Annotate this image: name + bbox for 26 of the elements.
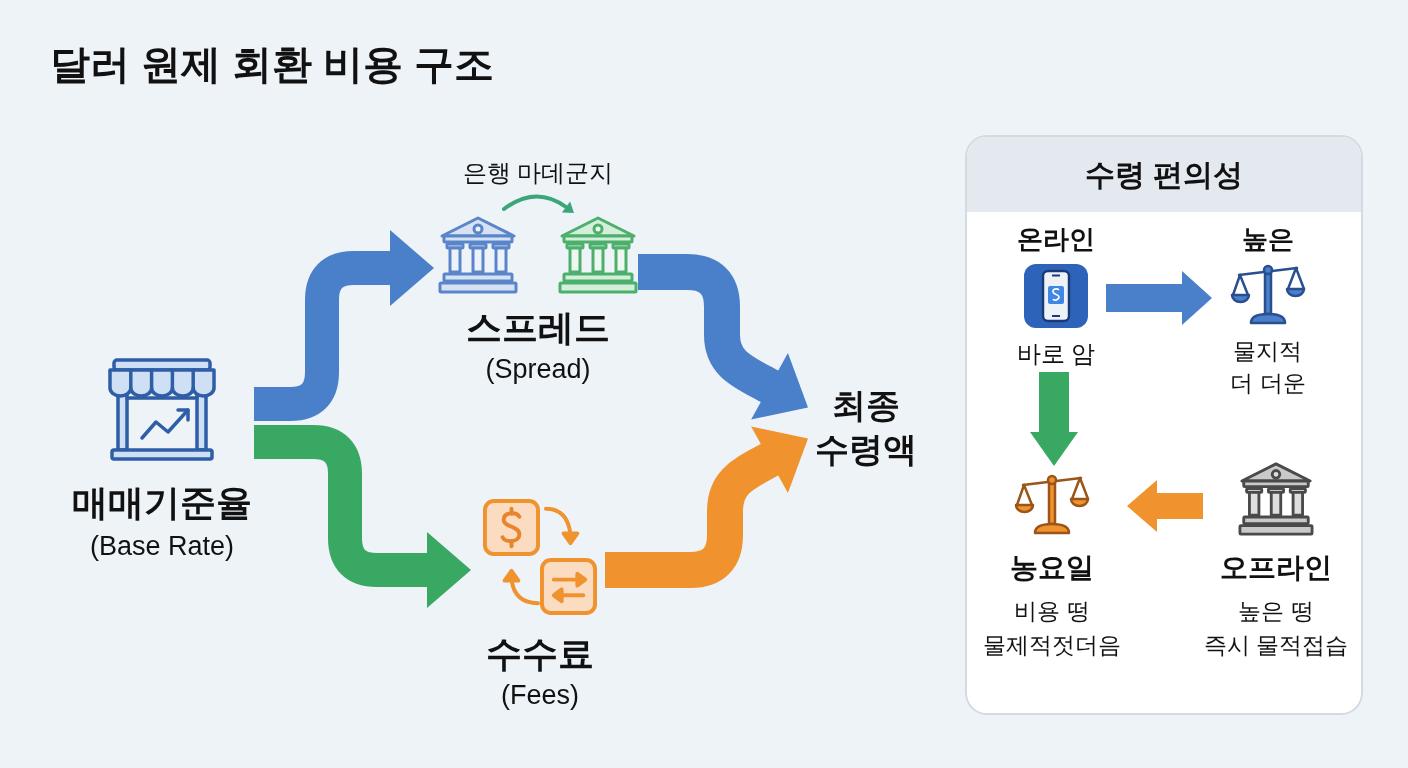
node-subtitle: (Spread) (485, 353, 591, 386)
result-label: 최종 수령액 (812, 383, 920, 471)
description: 물지적 더 더운 (1230, 337, 1306, 398)
arrow (1030, 372, 1078, 466)
diagram-title: 달러 원제 회환 비용 구조 (50, 41, 495, 88)
node-title: 오프라인 (1220, 551, 1332, 585)
node-subtitle: (Base Rate) (89, 530, 235, 563)
node-title: 수수료 (486, 632, 594, 676)
flow-arrow (605, 426, 809, 588)
panel-header: 수령 편의성 (967, 137, 1361, 212)
node-title: 높은 (1242, 223, 1294, 256)
description: 높은 떵 즉시 물적접습 (1203, 597, 1349, 660)
flow-arrow (254, 230, 434, 421)
node-subtitle: (Fees) (501, 679, 579, 712)
panel-card (965, 135, 1363, 715)
node-title: 온라인 (1017, 223, 1095, 256)
node-title: 농요일 (1010, 551, 1094, 585)
node-title: 매매기준율 (72, 481, 252, 525)
arrow (1127, 480, 1203, 532)
node-label: 은행 마데군지 (462, 158, 614, 188)
flow-arrow (254, 425, 471, 608)
node-title: 스프레드 (466, 306, 610, 350)
flow-arrow (638, 254, 809, 420)
arrow (1106, 271, 1212, 325)
description: 비용 떵 물제적젓더음 (983, 597, 1121, 660)
description: 바로 암 (1016, 339, 1096, 369)
